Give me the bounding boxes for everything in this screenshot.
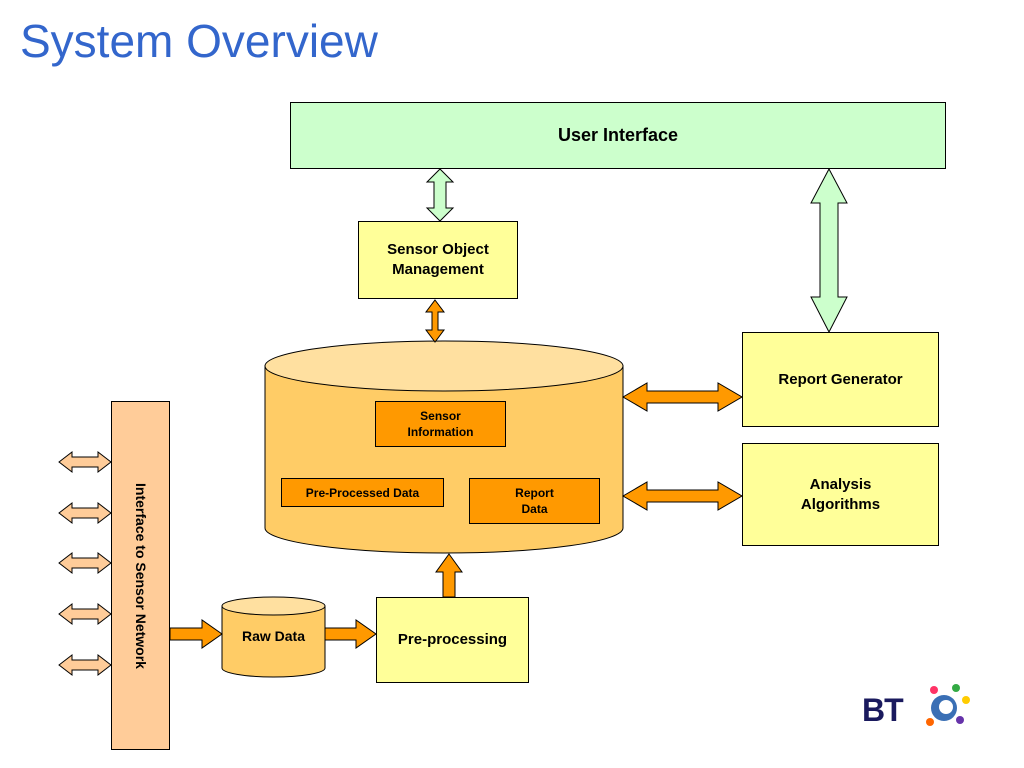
interface-to-sensor-network-box: Interface to Sensor Network <box>111 401 170 750</box>
sensor-link-arrow <box>58 653 112 677</box>
orange-double-arrow-db-analysis <box>622 481 743 511</box>
orange-arrow-preprocessing-to-db <box>435 553 463 598</box>
orange-arrow-rawdata-to-preprocessing <box>324 619 377 649</box>
raw-data-cylinder <box>221 596 326 678</box>
sensor-information-label: Sensor Information <box>407 409 474 439</box>
sensor-link-arrow <box>58 602 112 626</box>
user-interface-box: User Interface <box>290 102 946 169</box>
raw-data-label: Raw Data <box>241 628 306 644</box>
interface-to-sensor-network-label: Interface to Sensor Network <box>133 483 149 669</box>
sensor-network-arrows <box>58 450 112 677</box>
bt-logo-text: BT <box>862 692 904 728</box>
report-generator-box: Report Generator <box>742 332 939 427</box>
sensor-link-arrow <box>58 450 112 474</box>
pre-processed-data-block: Pre-Processed Data <box>281 478 444 507</box>
green-double-arrow-ui-som <box>425 168 455 222</box>
page-title: System Overview <box>20 15 378 67</box>
orange-double-arrow-db-report <box>622 382 743 412</box>
green-double-arrow-ui-report <box>810 167 848 334</box>
bt-piper-icon <box>926 684 970 726</box>
analysis-algorithms-box: Analysis Algorithms <box>742 443 939 546</box>
report-data-label: Report Data <box>515 486 554 516</box>
sensor-information-block: Sensor Information <box>375 401 506 447</box>
orange-arrow-interface-to-rawdata <box>169 619 223 649</box>
analysis-algorithms-label: Analysis Algorithms <box>800 475 881 513</box>
sensor-link-arrow <box>58 551 112 575</box>
orange-double-arrow-som-db <box>425 299 445 343</box>
pre-processing-box: Pre-processing <box>376 597 529 683</box>
report-data-block: Report Data <box>469 478 600 524</box>
bt-logo: BT <box>862 678 982 738</box>
sensor-object-management-box: Sensor Object Management <box>358 221 518 299</box>
sensor-link-arrow <box>58 501 112 525</box>
